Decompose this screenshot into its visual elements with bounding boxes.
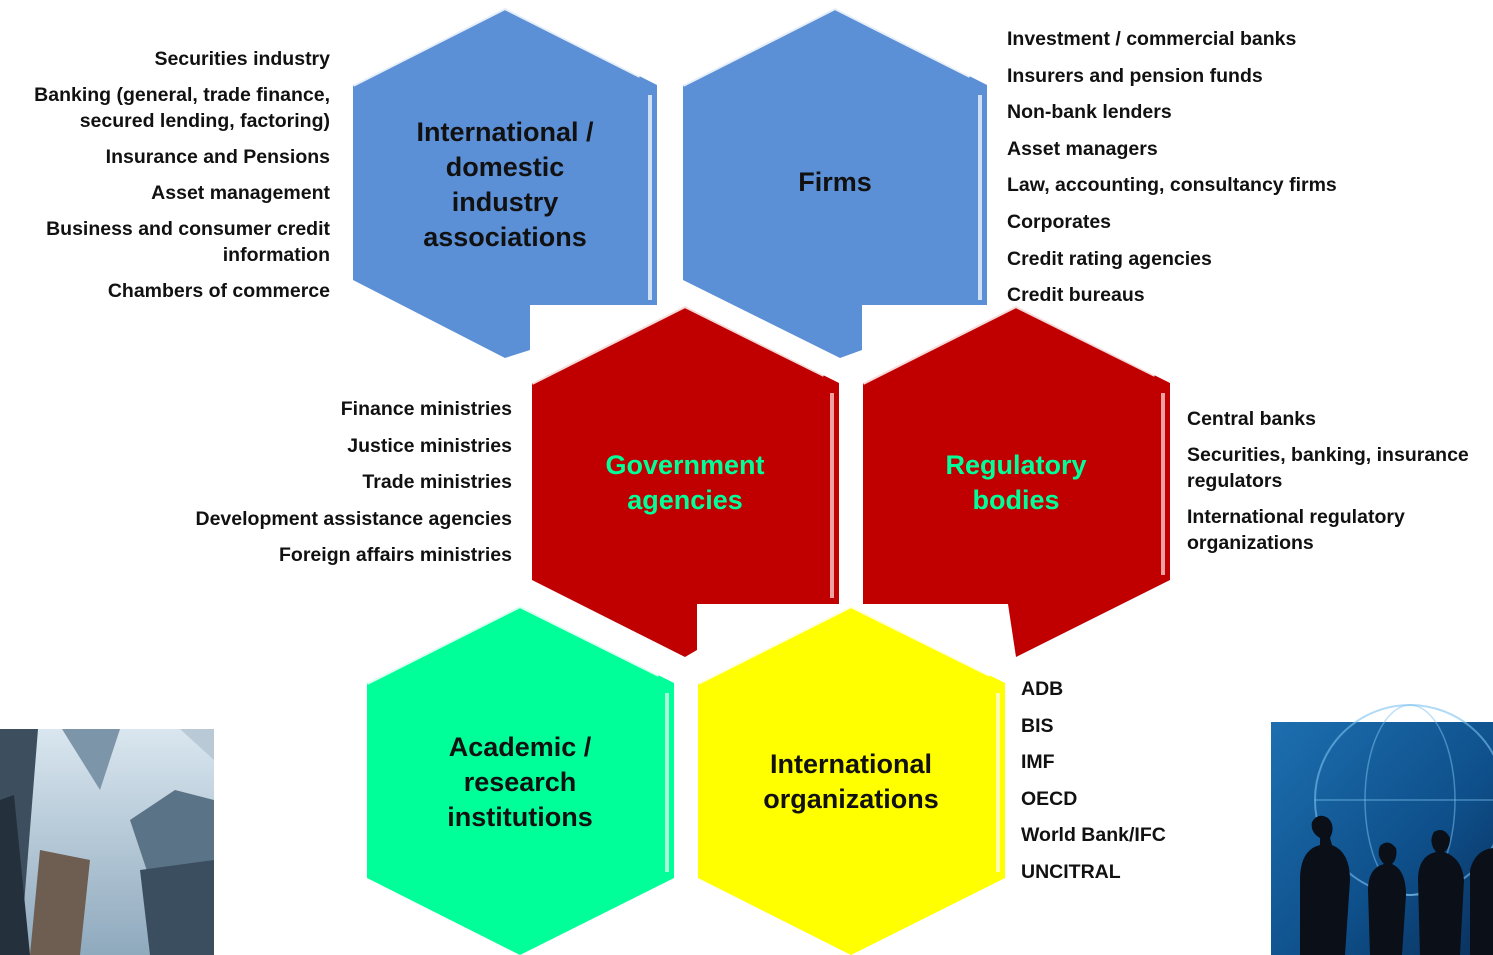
list-item: Chambers of commerce [107,280,330,302]
list-item: ADB [1021,678,1064,700]
hexagon-label-academic: Academic / research institutions [447,732,593,832]
list-item: Credit rating agencies [1007,247,1212,270]
list-item: Credit bureaus [1007,284,1145,307]
hexagon-international [697,603,1005,955]
list-item: IMF [1021,751,1055,774]
business-silhouettes-globe-photo [1271,704,1493,955]
list-item: Insurers and pension funds [1007,64,1263,87]
list-item: Development assistance agencies [195,507,513,530]
hexagon-label-international: International organizations [763,749,939,814]
hexagon-government [531,303,839,657]
list-item: Business and consumer credit information [46,218,330,266]
list-item: OECD [1021,787,1078,810]
hexagon-label-regulatory: Regulatory bodies [945,449,1087,515]
regulatory-list: Central banks Securities, banking, insur… [1187,406,1487,556]
hexagon-label-firms: Firms [798,167,872,197]
list-item: Trade ministries [362,471,512,494]
list-item: UNCITRAL [1021,860,1121,883]
list-item: Central banks [1187,408,1316,430]
firms-list: Investment / commercial banks Insurers a… [1007,26,1407,308]
list-item: World Bank/IFC [1021,824,1166,847]
list-item: Law, accounting, consultancy firms [1007,174,1337,197]
list-item: Corporates [1007,210,1112,233]
hexagon-regulatory [862,303,1170,657]
hexagon-label-industry-associations: International / domestic industry associ… [416,117,594,252]
list-item: Non-bank lenders [1007,101,1172,124]
government-list: Finance ministries Justice ministries Tr… [100,396,513,568]
list-item: Finance ministries [340,398,512,420]
hexagon-industry-associations [352,5,657,358]
list-item: Asset managers [1007,137,1158,160]
list-item: BIS [1021,714,1054,737]
list-item: Banking (general, trade finance, secured… [34,84,330,132]
hexagon-academic [366,603,674,955]
list-item: Asset management [151,182,330,204]
list-item: International regulatory organizations [1187,506,1405,554]
list-item: Foreign affairs ministries [279,544,512,567]
industry-associations-list: Securities industry Banking (general, tr… [0,46,330,304]
list-item: Justice ministries [347,434,512,457]
skyscrapers-photo [0,729,214,955]
list-item: Securities industry [154,48,330,70]
international-list: ADB BIS IMF OECD World Bank/IFC UNCITRAL [1021,676,1241,885]
list-item: Securities, banking, insurance regulator… [1187,444,1469,492]
list-item: Investment / commercial banks [1007,28,1297,50]
hexagon-label-government: Government agencies [605,449,765,515]
hexagon-firms [682,5,987,358]
list-item: Insurance and Pensions [105,146,330,168]
